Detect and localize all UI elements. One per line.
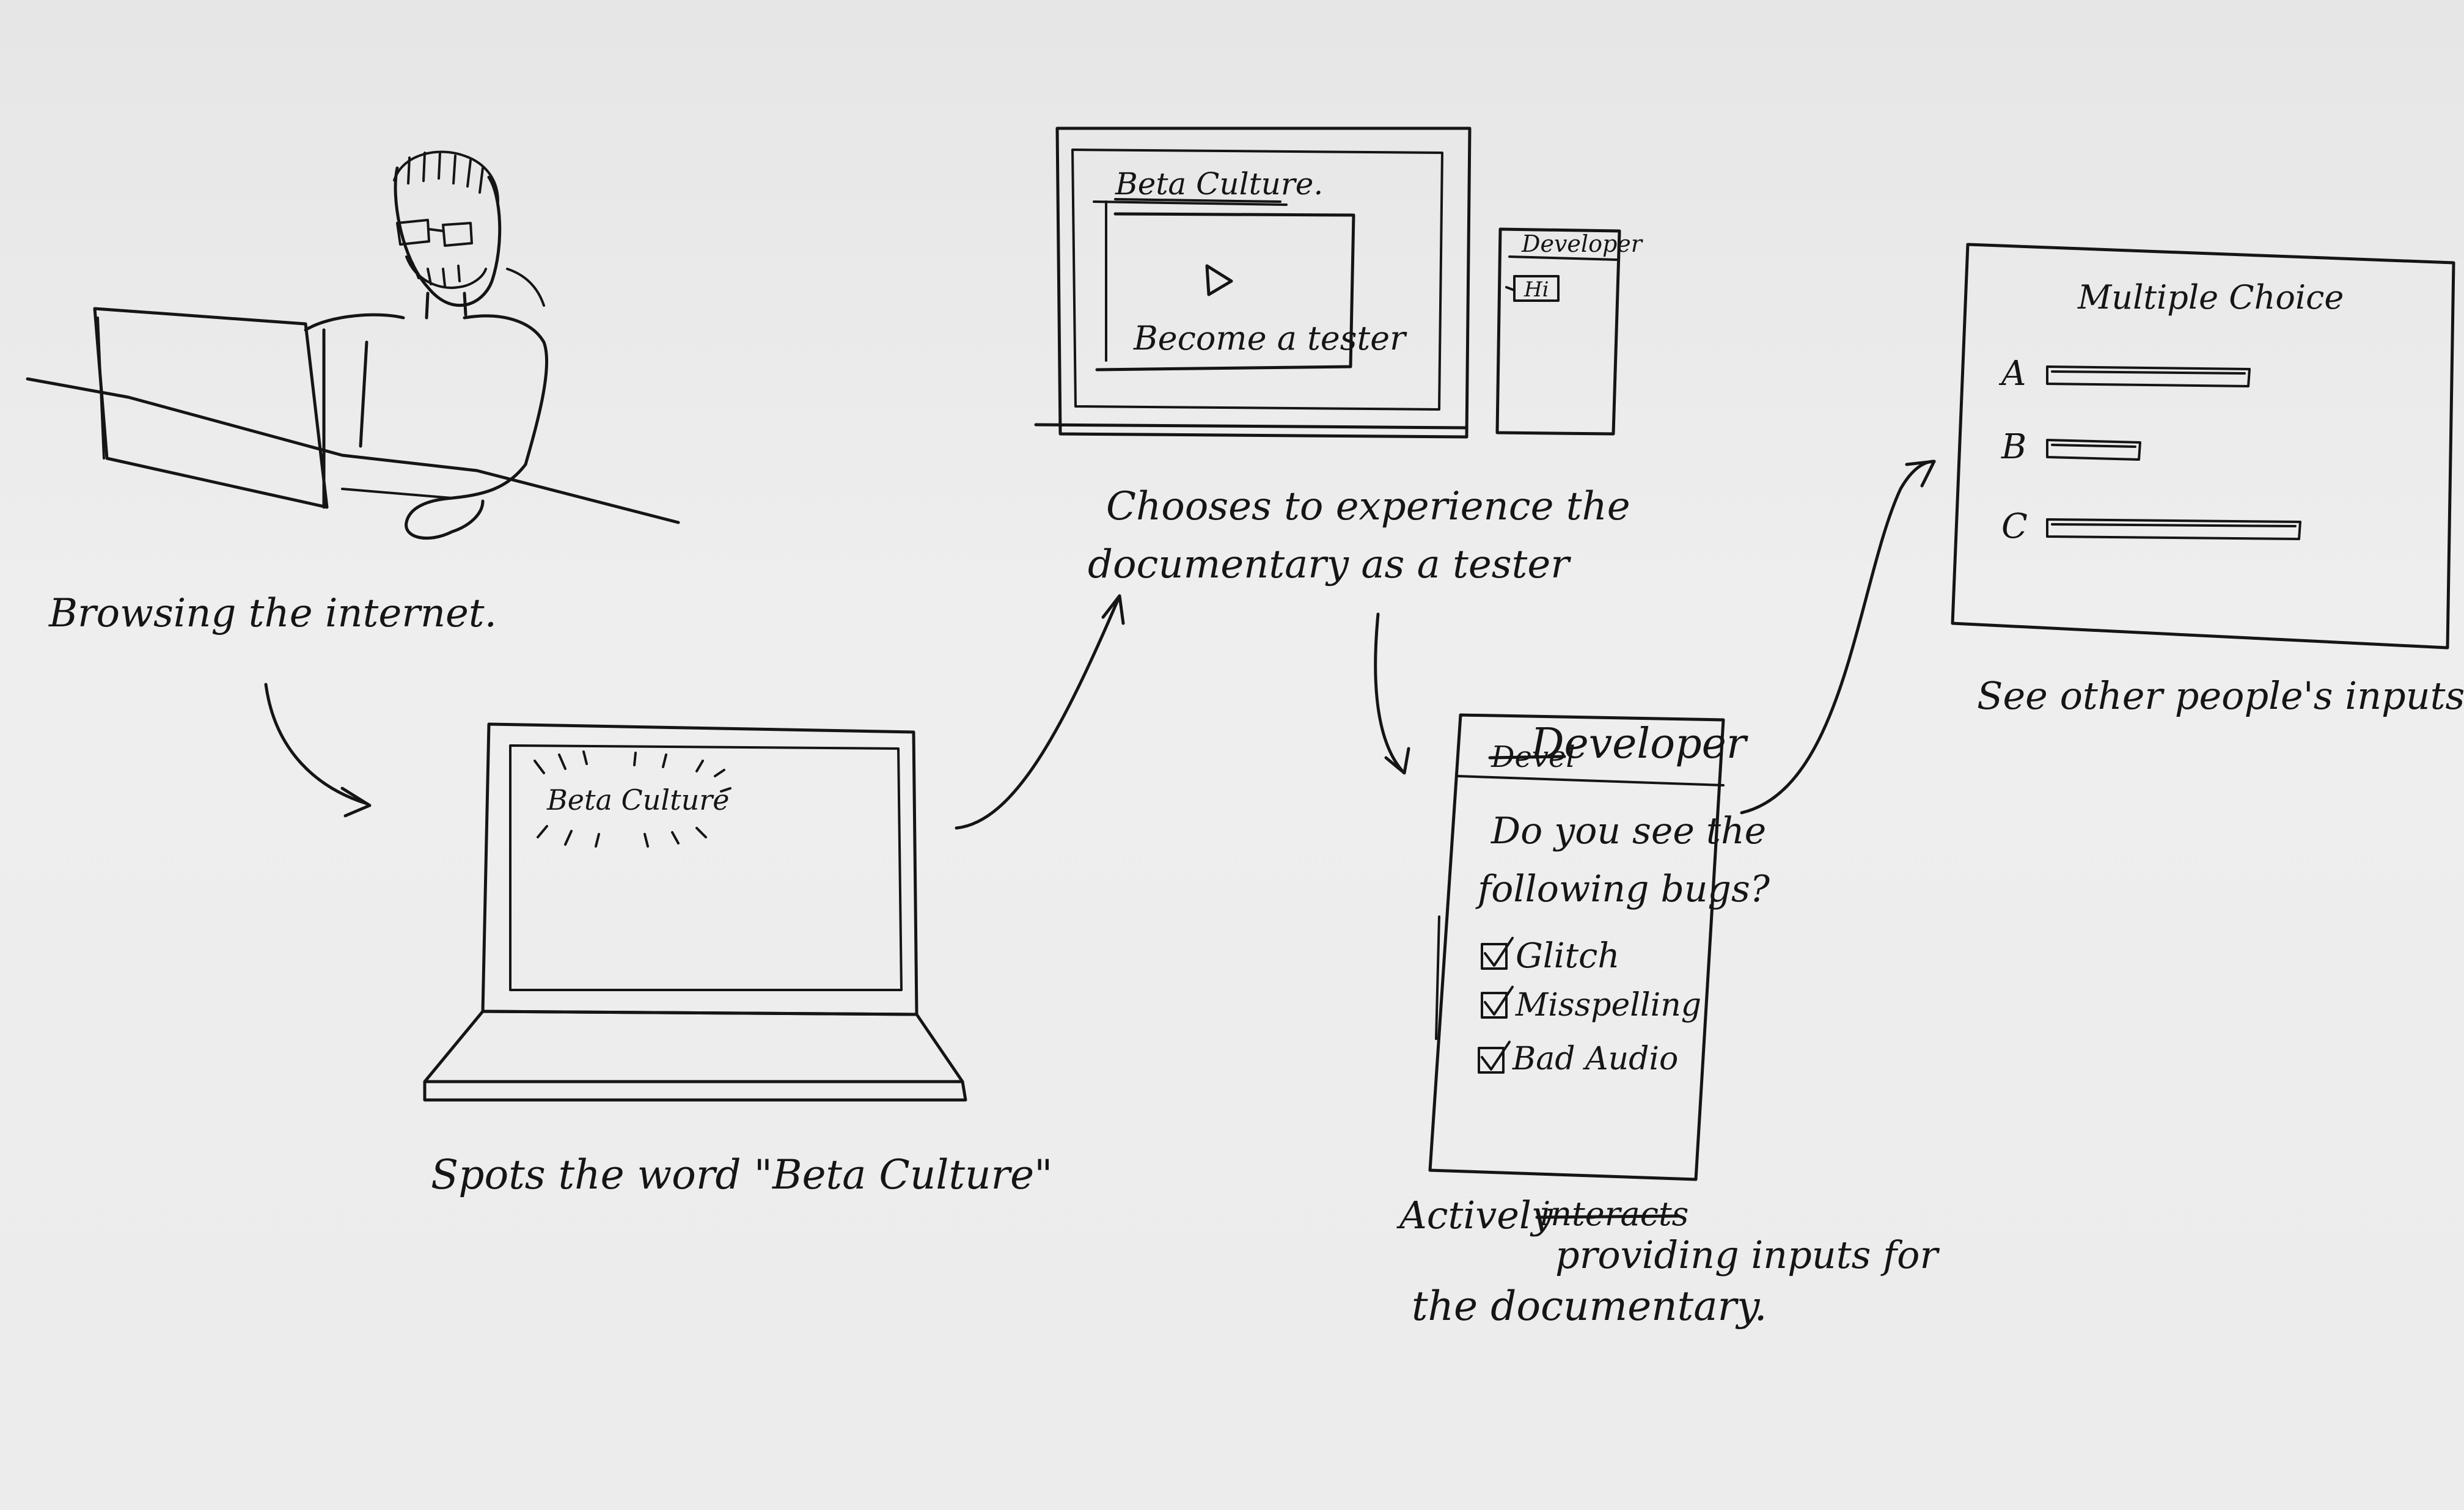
caption-browsing: Browsing the internet. bbox=[48, 591, 497, 636]
laptop-logo-text: Beta Culture bbox=[546, 783, 729, 816]
laptop-sketch: Beta Culture bbox=[423, 722, 967, 1102]
caption-actively-3: the documentary. bbox=[1412, 1283, 1767, 1330]
side-panel-title: Developer bbox=[1521, 230, 1644, 257]
caption-actively-struck: interacts bbox=[1540, 1195, 1689, 1233]
bug-option-bad-audio[interactable]: Bad Audio bbox=[1478, 1041, 1678, 1077]
monitor-side-panel-sketch: Developer Hi bbox=[1495, 227, 1644, 436]
arrow-choose-to-phone bbox=[1374, 612, 1410, 775]
caption-chooses-1: Chooses to experience the bbox=[1106, 484, 1630, 529]
bug-option-label: Bad Audio bbox=[1512, 1041, 1678, 1077]
bug-option-label: Misspelling bbox=[1515, 987, 1701, 1024]
phone-title: Developer bbox=[1530, 720, 1748, 768]
phone-question-2: following bugs? bbox=[1475, 868, 1770, 911]
bug-option-misspelling[interactable]: Misspelling bbox=[1481, 986, 1701, 1024]
checkbox-icon bbox=[1481, 943, 1508, 970]
result-bar-c bbox=[2046, 518, 2301, 540]
caption-actively: Actively interacts providing inputs for … bbox=[1396, 1193, 1940, 1330]
phone-question-1: Do you see the bbox=[1491, 810, 1766, 852]
caption-chooses-2: documentary as a tester bbox=[1088, 542, 1571, 587]
chat-bubble-icon bbox=[1505, 275, 1560, 302]
become-tester-button[interactable]: Become a tester bbox=[1133, 319, 1407, 357]
bug-option-glitch[interactable]: Glitch bbox=[1481, 936, 1620, 976]
phone-sketch: Devel Developer Do you see the following… bbox=[1428, 713, 1770, 1181]
result-bar-b bbox=[2046, 439, 2141, 461]
result-bars bbox=[2046, 365, 2301, 540]
checkbox-icon bbox=[1481, 992, 1508, 1019]
results-title: Multiple Choice bbox=[2077, 278, 2344, 317]
checkbox-icon bbox=[1478, 1047, 1505, 1074]
monitor-sketch: Beta Culture. Become a tester bbox=[1034, 126, 1472, 439]
arrow-spot-to-choose bbox=[955, 594, 1125, 830]
side-panel-chip: Hi bbox=[1524, 277, 1549, 302]
caption-actively-2: providing inputs for bbox=[1555, 1233, 1940, 1277]
checkmark-icon bbox=[1481, 1041, 1511, 1071]
monitor-logo-text: Beta Culture. bbox=[1115, 166, 1323, 202]
result-bar-inner-b bbox=[2051, 444, 2136, 448]
caption-spots: Spots the word "Beta Culture" bbox=[431, 1151, 1053, 1198]
results-option-c-letter: C bbox=[2001, 507, 2028, 546]
results-option-b-letter: B bbox=[2001, 427, 2026, 467]
result-bar-a bbox=[2046, 365, 2251, 387]
results-option-a-letter: A bbox=[1998, 354, 2026, 394]
caption-actively-prefix: Actively bbox=[1396, 1193, 1553, 1237]
bug-option-label: Glitch bbox=[1516, 936, 1620, 976]
result-bar-inner-a bbox=[2051, 370, 2246, 375]
arrow-browse-to-spot bbox=[264, 683, 372, 818]
checkmark-icon bbox=[1484, 937, 1514, 967]
play-icon bbox=[1205, 264, 1233, 296]
person-at-laptop-sketch bbox=[26, 150, 680, 540]
checkmark-icon bbox=[1484, 986, 1514, 1016]
result-bar-inner-c bbox=[2051, 523, 2297, 527]
caption-see-inputs: See other people's inputs. bbox=[1977, 673, 2464, 718]
results-screen-sketch: Multiple Choice A B C bbox=[1951, 243, 2455, 650]
arrow-phone-to-results bbox=[1740, 460, 1936, 815]
